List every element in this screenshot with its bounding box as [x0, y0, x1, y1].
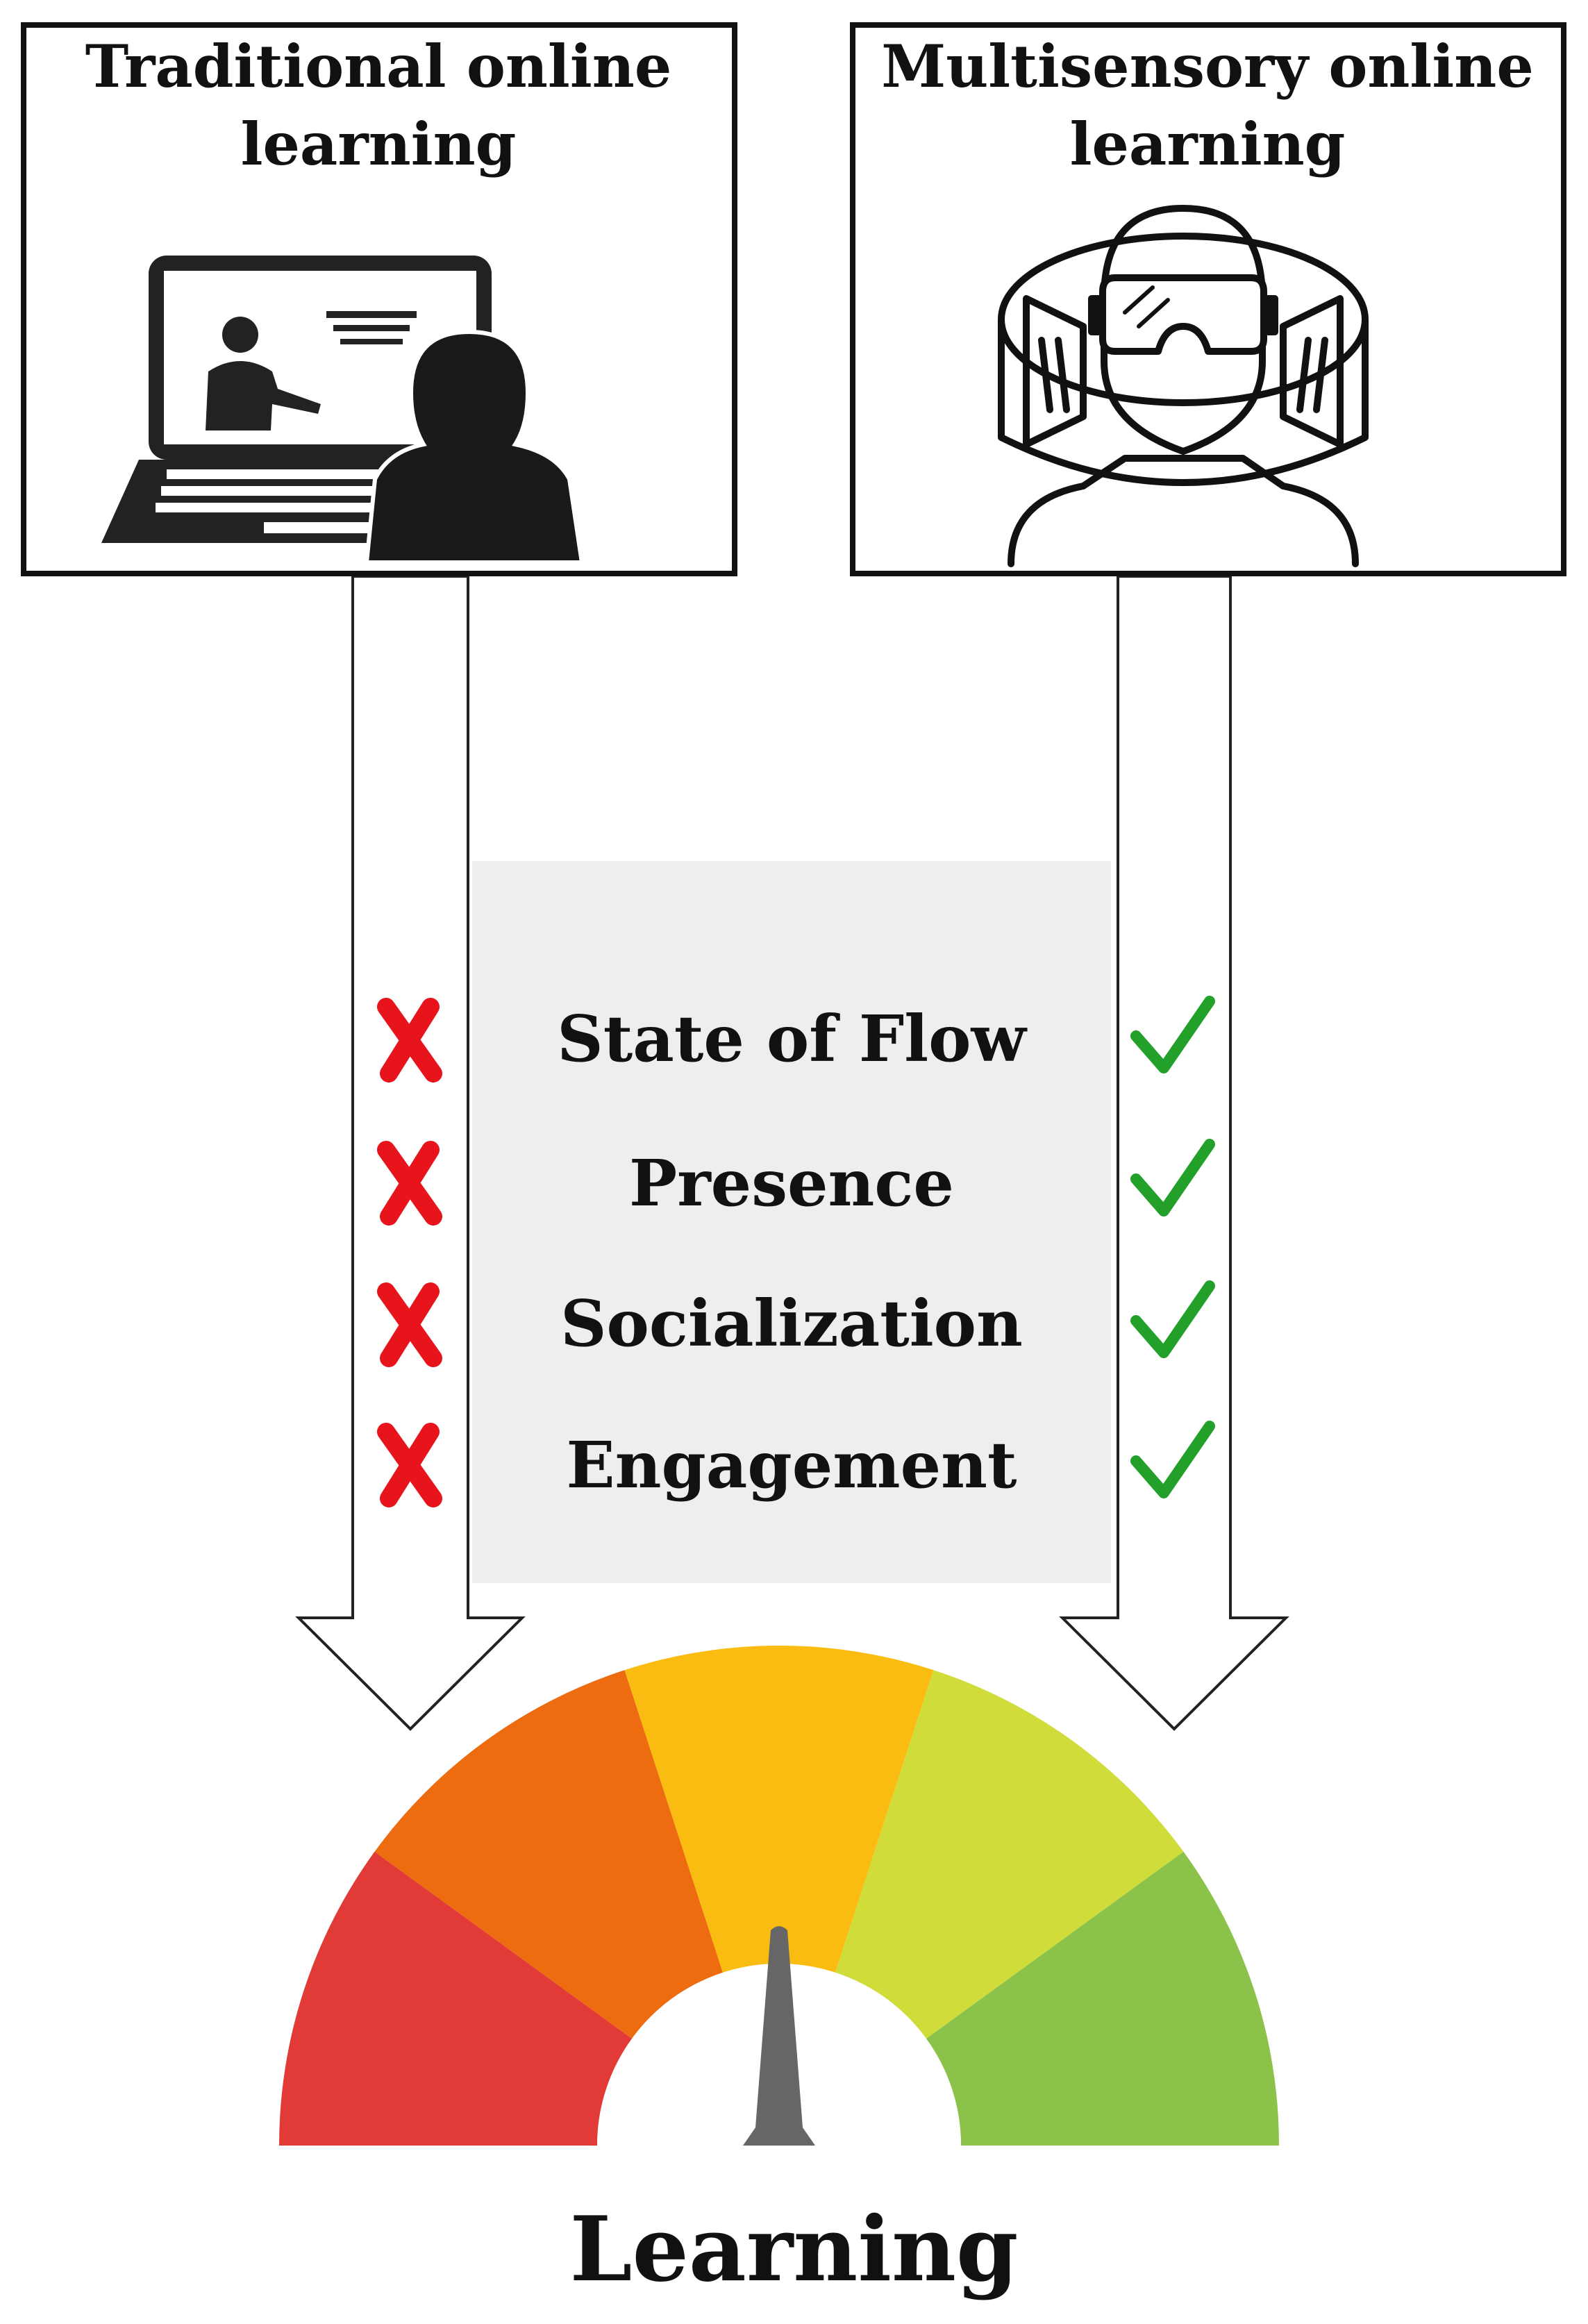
gauge-meter-icon — [279, 1646, 1279, 2324]
cross-icon — [377, 1423, 442, 1507]
left-arrow — [295, 575, 526, 1731]
factor-presence: Presence — [629, 1146, 954, 1221]
gauge-segment-2 — [374, 1670, 724, 2039]
check-icon — [1130, 1280, 1215, 1358]
check-icon — [1130, 996, 1215, 1073]
laptop-presenter-icon — [101, 256, 585, 565]
right-arrow — [1059, 575, 1289, 1731]
check-icon — [1130, 1139, 1215, 1217]
factor-socialization: Socialization — [560, 1286, 1023, 1361]
gauge-label: Learning — [569, 2198, 1019, 2302]
cross-icon — [377, 1282, 442, 1367]
cross-icon — [377, 998, 442, 1082]
gauge-segment-4 — [835, 1670, 1184, 2039]
left-panel-title: Traditional online learning — [85, 32, 672, 178]
factor-panel — [472, 861, 1111, 1583]
factor-state-of-flow: State of Flow — [557, 1001, 1026, 1076]
gauge-segment-5 — [926, 1851, 1279, 2146]
gauge-segment-1 — [279, 1851, 633, 2146]
vr-headset-user-icon — [998, 205, 1369, 567]
gauge-needle — [743, 1926, 815, 2146]
cross-icon — [377, 1141, 442, 1226]
right-panel-title: Multisensory online learning — [881, 32, 1534, 178]
gauge-segment-3 — [624, 1646, 934, 1973]
factor-engagement: Engagement — [566, 1428, 1017, 1503]
check-icon — [1130, 1421, 1215, 1498]
